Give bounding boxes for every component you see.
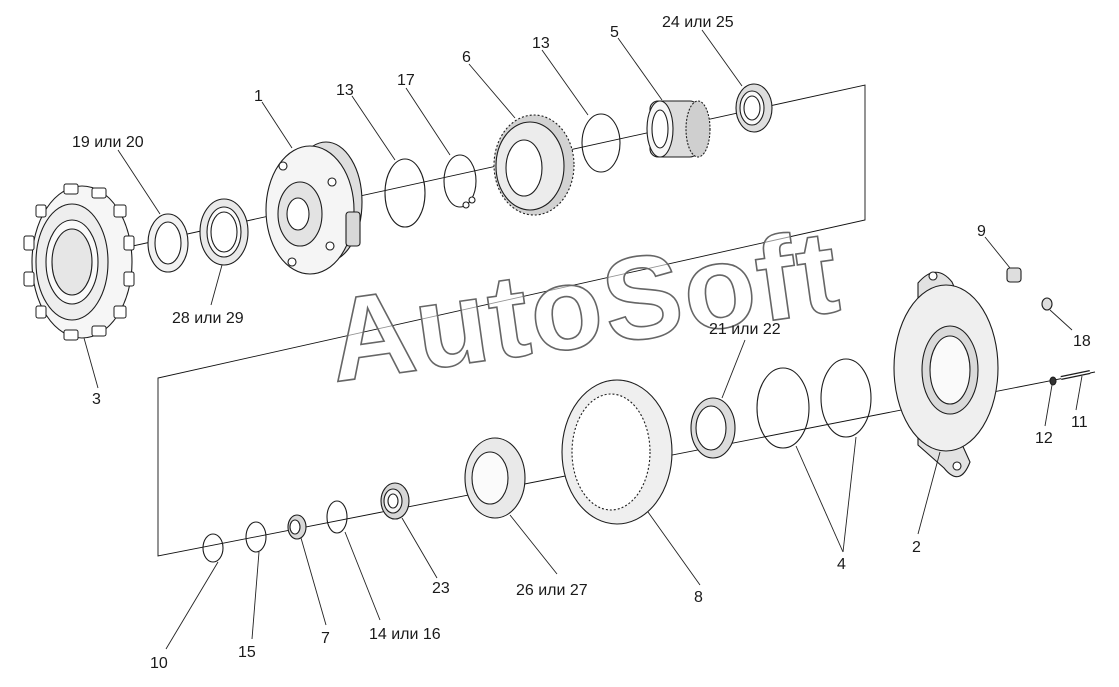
callout-17: 17 — [397, 72, 415, 89]
callout-24-25: 24 или 25 — [662, 14, 734, 31]
callout-1: 1 — [254, 88, 263, 105]
part-12-washer — [1049, 376, 1057, 386]
callout-5: 5 — [610, 24, 619, 41]
part-11-pin — [1060, 370, 1091, 380]
callout-8: 8 — [694, 589, 703, 606]
callout-26-27: 26 или 27 — [516, 582, 588, 599]
callout-10: 10 — [150, 655, 168, 672]
callout-3: 3 — [92, 391, 101, 408]
part-1-planet-carrier — [265, 141, 363, 275]
part-10-snap-ring — [202, 533, 224, 563]
part-7-bushing — [287, 514, 307, 540]
part-28-29-bearing — [199, 198, 249, 266]
callout-7: 7 — [321, 630, 330, 647]
part-3-hub — [23, 183, 135, 341]
part-5-splined-sleeve — [646, 100, 711, 158]
callout-23: 23 — [432, 580, 450, 597]
assembly-axis-lines — [59, 84, 1096, 557]
part-18-plug — [1041, 297, 1053, 311]
callout-15: 15 — [238, 644, 256, 661]
callout-13-left: 13 — [336, 82, 354, 99]
callout-28-29: 28 или 29 — [172, 310, 244, 327]
callout-13-right: 13 — [532, 35, 550, 52]
callout-12: 12 — [1035, 430, 1053, 447]
part-23-bearing — [380, 482, 410, 520]
callout-6: 6 — [462, 49, 471, 66]
part-21-22-bearing — [690, 397, 736, 459]
callout-9: 9 — [977, 223, 986, 240]
part-24-25-bearing — [735, 83, 773, 133]
watermark-text: AutoSoft — [320, 205, 847, 407]
part-9-plug — [1006, 267, 1022, 283]
part-13-snap-ring-right — [581, 113, 621, 173]
part-15-snap-ring — [245, 521, 267, 553]
part-6-gear — [493, 114, 575, 216]
part-13-snap-ring-left — [384, 158, 426, 228]
leader-lines — [83, 29, 1083, 650]
callout-21-22: 21 или 22 — [709, 321, 781, 338]
part-19-20-ring — [147, 213, 189, 273]
callout-labels: 1 13 17 6 13 5 24 или 25 19 или 20 28 ил… — [72, 14, 1091, 672]
watermark: AutoSoft — [319, 205, 848, 409]
part-14-16-snap-ring — [326, 500, 348, 534]
callout-18: 18 — [1073, 333, 1091, 350]
part-8-ring-gear — [561, 379, 673, 525]
callout-14-16: 14 или 16 — [369, 626, 441, 643]
part-26-27-cup — [464, 437, 526, 519]
part-4-o-rings — [756, 358, 872, 449]
part-2-housing — [893, 271, 999, 478]
callout-2: 2 — [912, 539, 921, 556]
callout-4: 4 — [837, 556, 846, 573]
part-17-snap-ring — [443, 154, 477, 209]
callout-11: 11 — [1071, 414, 1088, 431]
callout-19-20: 19 или 20 — [72, 134, 144, 151]
